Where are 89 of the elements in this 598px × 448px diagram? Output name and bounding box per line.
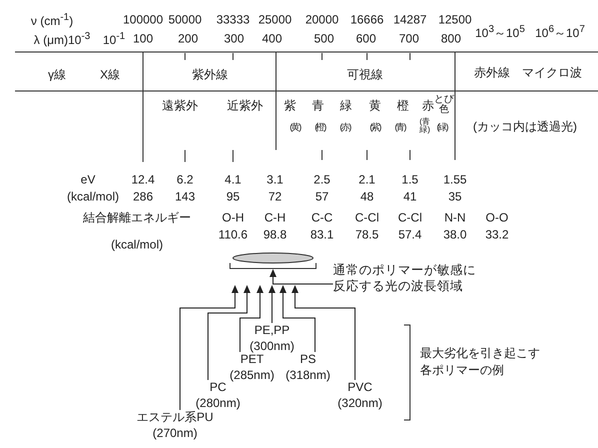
wavenumber-value: 100000 xyxy=(122,13,164,27)
color-name: (青緑) xyxy=(420,118,428,134)
wavelength-value: 700 xyxy=(398,32,420,46)
wavenumber-value: 14287 xyxy=(393,13,427,27)
color-name: 緑 xyxy=(340,99,352,113)
bond-energy-value: 57.4 xyxy=(398,228,422,242)
bond-energy-value: 110.6 xyxy=(218,228,248,242)
band-name: 遠紫外 xyxy=(162,99,198,113)
energy-value: 2.5 xyxy=(314,173,330,187)
wavelength-value: 300 xyxy=(224,32,244,46)
arrow xyxy=(280,285,316,352)
polymer-label: PE,PP (300nm) xyxy=(244,323,300,354)
energy-value: 35 xyxy=(448,190,462,204)
axis-label: λ (μm)10$^{-3}$ xyxy=(34,30,90,48)
axis-label: ν (cm$^{-1}$) xyxy=(30,12,74,28)
color-name: (黄) xyxy=(290,123,300,133)
note-text: 最大劣化を引き起こす各ポリマーの例 xyxy=(420,345,541,379)
wavenumber-value: 33333 xyxy=(216,13,250,27)
polymer-label: エステル系PU (270nm) xyxy=(133,410,217,442)
energy-value: 57 xyxy=(315,190,329,204)
bond-energy-value: 38.0 xyxy=(443,228,467,242)
arrow xyxy=(268,285,276,324)
color-name: 黄 xyxy=(369,99,381,113)
bond-energy-value: 78.5 xyxy=(355,228,379,242)
energy-value: 95 xyxy=(226,190,240,204)
note-text: (カッコ内は透過光) xyxy=(473,120,577,134)
arrow xyxy=(240,285,264,352)
wavelength-value: 800 xyxy=(440,32,462,46)
color-name: 紫 xyxy=(284,99,296,113)
bond-energy-value: 83.1 xyxy=(310,228,334,242)
band-name: X線 xyxy=(100,68,120,82)
energy-value: 3.1 xyxy=(266,173,284,187)
color-name: (紫) xyxy=(370,123,380,133)
arrow xyxy=(292,285,356,380)
color-name: 青 xyxy=(312,99,324,113)
energy-value: 6.2 xyxy=(176,173,194,187)
energy-value: 48 xyxy=(360,190,374,204)
bond-name: C-C xyxy=(311,211,333,225)
color-name: (赤) xyxy=(340,123,350,133)
energy-value: 12.4 xyxy=(131,173,155,187)
color-name: とび色 xyxy=(434,95,454,115)
row-label: (kcal/mol) xyxy=(111,238,163,252)
bond-name: C-H xyxy=(264,211,286,225)
energy-value: 143 xyxy=(174,190,196,204)
wavelength-value: 200 xyxy=(178,32,198,46)
wavenumber-value: 20000 xyxy=(305,13,339,27)
color-name: (青) xyxy=(394,123,406,133)
wavenumber-value: 16666 xyxy=(350,13,384,27)
bond-name: O-H xyxy=(222,211,244,225)
wavenumber-value: 12500 xyxy=(438,13,472,27)
arrow xyxy=(180,285,238,410)
energy-value: 4.1 xyxy=(224,173,242,187)
color-name: 赤 xyxy=(422,99,434,113)
bond-name: N-N xyxy=(444,211,466,225)
band-name: γ線 xyxy=(48,68,66,82)
band-name: 紫外線 xyxy=(192,68,228,82)
arrow xyxy=(270,269,334,284)
range-value: 10$^{3}$～10$^{5}$ xyxy=(475,24,525,40)
bond-energy-value: 33.2 xyxy=(485,228,509,242)
bond-name: O-O xyxy=(486,211,508,225)
energy-value: 1.5 xyxy=(402,173,418,187)
wavelength-value: 400 xyxy=(262,32,282,46)
bond-name: C-Cl xyxy=(355,211,379,225)
color-name: (橙) xyxy=(314,123,326,133)
row-label: (kcal/mol) xyxy=(67,190,119,204)
wavelength-value: 500 xyxy=(314,32,334,46)
wavenumber-value: 50000 xyxy=(168,13,202,27)
band-name: 赤外線 xyxy=(474,66,510,80)
energy-value: 41 xyxy=(403,190,417,204)
row-label: eV xyxy=(80,173,96,187)
note-text: 通常のポリマーが敏感に反応する光の波長領域 xyxy=(333,262,483,294)
color-name: 橙 xyxy=(397,99,409,113)
energy-value: 286 xyxy=(132,190,154,204)
band-name: 近紫外 xyxy=(227,99,263,113)
energy-value: 72 xyxy=(268,190,282,204)
wavelength-value: 10$^{-1}$ xyxy=(102,30,126,48)
wavelength-value: 100 xyxy=(132,32,154,46)
bond-name: C-Cl xyxy=(398,211,422,225)
band-name: 可視線 xyxy=(347,68,383,82)
bond-energy-value: 98.8 xyxy=(263,228,287,242)
color-name: (緑) xyxy=(436,123,448,133)
row-label: 結合解離エネルギー xyxy=(83,211,191,225)
band-name: マイクロ波 xyxy=(522,66,582,80)
energy-value: 2.1 xyxy=(358,173,376,187)
arrow xyxy=(208,285,250,380)
range-value: 10$^{6}$～10$^{7}$ xyxy=(535,24,585,40)
wavenumber-value: 25000 xyxy=(258,13,292,27)
wavelength-value: 600 xyxy=(356,32,376,46)
energy-value: 1.55 xyxy=(443,173,467,187)
